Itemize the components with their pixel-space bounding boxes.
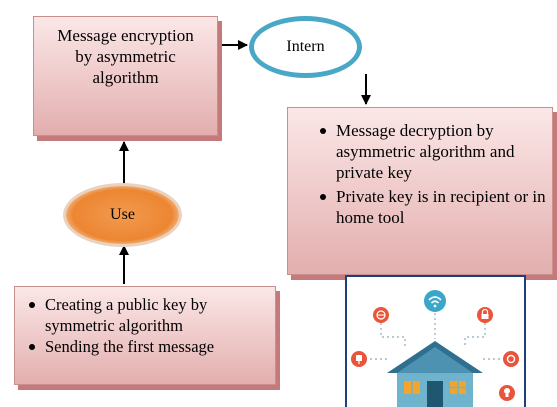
intern-label: Intern [286, 38, 325, 55]
lock-icon [477, 307, 493, 323]
bullet-icon [320, 194, 326, 200]
plug-icon [351, 351, 367, 367]
list-item: Creating a public key by symmetric algor… [23, 294, 273, 336]
smart-home-graphic [351, 290, 519, 407]
create-key-list: Creating a public key by symmetric algor… [23, 294, 273, 357]
bullet-icon [320, 128, 326, 134]
list-item: Message decryption by asymmetric algorit… [314, 120, 546, 183]
house-icon [387, 341, 483, 407]
globe-icon [373, 307, 389, 323]
wifi-icon [424, 290, 446, 312]
smart-home-illustration [345, 275, 526, 407]
list-item: Private key is in recipient or in home t… [314, 186, 546, 228]
use-label: Use [110, 206, 135, 223]
decryption-box: Message decryption by asymmetric algorit… [287, 107, 553, 275]
list-item: Sending the first message [23, 336, 273, 357]
create-item-text: Creating a public key by symmetric algor… [45, 295, 208, 335]
intern-node: Intern [249, 16, 362, 78]
use-node: Use [66, 186, 179, 244]
create-key-box: Creating a public key by symmetric algor… [14, 286, 276, 385]
create-item-text: Sending the first message [45, 337, 215, 356]
decryption-list: Message decryption by asymmetric algorit… [314, 120, 546, 231]
bullet-icon [29, 344, 35, 350]
decryption-item-text: Message decryption by asymmetric algorit… [336, 121, 515, 182]
encryption-box: Message encryption by asymmetric algorit… [33, 16, 218, 136]
encryption-text: Message encryption by asymmetric algorit… [57, 26, 194, 87]
thermostat-icon [503, 351, 519, 367]
lightbulb-icon [499, 385, 515, 401]
decryption-item-text: Private key is in recipient or in home t… [336, 187, 546, 227]
bullet-icon [29, 302, 35, 308]
